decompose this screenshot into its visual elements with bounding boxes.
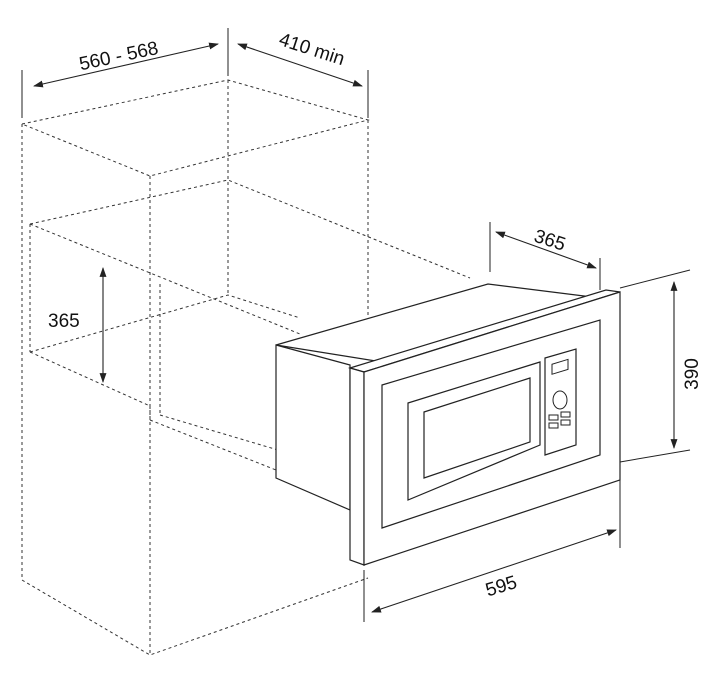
appliance-height-label: 390	[682, 358, 703, 390]
niche-height-label: 365	[48, 311, 80, 332]
dim-appliance-depth: 365	[489, 222, 601, 290]
niche-width-label: 560 - 568	[77, 38, 160, 75]
knob-icon	[552, 390, 568, 410]
dim-appliance-height: 390	[619, 269, 703, 463]
appliance-width-label: 595	[483, 572, 519, 601]
niche-depth-label: 410 min	[276, 29, 347, 70]
trim-frame	[349, 367, 365, 566]
appliance-depth-label: 365	[531, 226, 568, 256]
dim-niche-width: 560 - 568	[21, 28, 229, 118]
dim-niche-height: 365	[48, 267, 107, 383]
display-icon	[551, 358, 569, 375]
microwave	[275, 283, 621, 566]
dim-niche-depth: 410 min	[237, 29, 369, 118]
niche-outline	[21, 79, 471, 656]
